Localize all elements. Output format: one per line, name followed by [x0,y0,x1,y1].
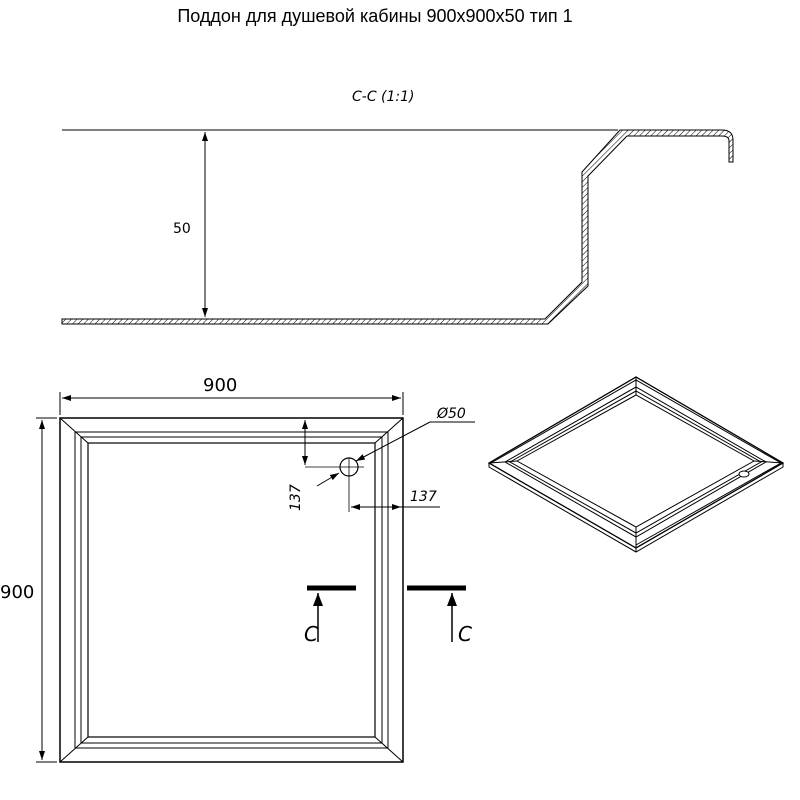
section-height-dimension: 50 [173,221,191,237]
isometric-view [487,376,785,553]
plan-tray-bottom [87,442,376,738]
plan-width-dimension: 900 [203,375,237,396]
section-cut-marker-right: C [407,585,472,646]
section-cut-label-right: C [458,622,472,646]
isometric-drain-hole [738,470,750,478]
plan-rim-inner [74,431,389,749]
section-label: C-C (1:1) [352,89,415,105]
plan-step [80,436,383,744]
drawing-title: Поддон для душевой кабины 900x900x50 тип… [177,6,573,26]
plan-outer-rim [59,417,404,763]
section-cut-marker-left: C [304,585,356,646]
plan-height-dimension: 900 [0,582,34,603]
drain-vertical-dimension: 137 [288,484,304,511]
section-shell-profile [61,129,734,325]
section-view: C-C (1:1) 50 [61,89,734,325]
drain-horizontal-dimension: 137 [410,489,437,505]
section-cut-label-left: C [304,622,318,646]
plan-view: 900 900 Ø50 137 137 C C [0,375,475,763]
drain-diameter-dimension: Ø50 [436,406,466,422]
